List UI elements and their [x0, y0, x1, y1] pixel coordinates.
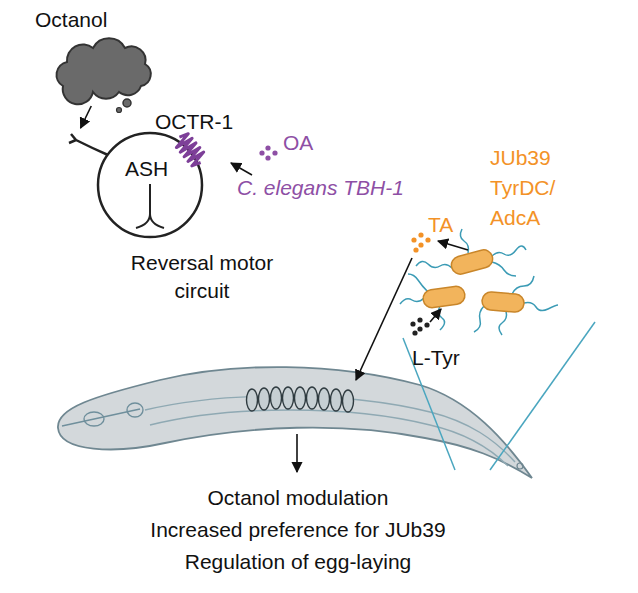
cloud-shape: [57, 38, 151, 104]
enzyme-label: C. elegans TBH-1: [237, 176, 404, 200]
tyramine-dots: [411, 232, 430, 252]
tyrosine-dots: [410, 317, 429, 335]
molecule-label: L-Tyr: [412, 346, 460, 370]
intestine: [150, 410, 508, 466]
worm: [58, 367, 532, 478]
molecule-label: TA: [428, 213, 453, 237]
pharynx-bulb: [84, 412, 104, 426]
zoom-line: [490, 322, 595, 470]
connector-arrow: [81, 106, 92, 128]
odor-label: Octanol: [35, 8, 107, 32]
anus: [517, 463, 523, 469]
flagella: [400, 229, 558, 335]
circuit-label: Reversal motor circuit: [112, 249, 292, 305]
neuron-circle: ASH: [68, 128, 208, 240]
neuron-label: ASH: [125, 157, 168, 181]
outcome-label: Increased preference for JUb39: [98, 518, 498, 542]
bacteria-label: JUb39 TyrDC/ AdcA: [490, 143, 570, 233]
axon-symbol: [136, 184, 164, 228]
receptor-symbol: [173, 131, 208, 168]
neuron-body: [98, 133, 202, 237]
bacteria: [422, 248, 525, 313]
dendrite: [69, 134, 108, 155]
pharynx: [62, 409, 140, 426]
odor-cloud: Octanol: [35, 6, 160, 106]
thought-bubble: [123, 99, 131, 107]
intestine: [145, 396, 515, 462]
pathway-arrows: [231, 163, 468, 472]
pharynx-bulb: [127, 403, 143, 417]
molecule-label: OA: [283, 131, 313, 155]
thought-bubble: [117, 108, 122, 113]
neuron-circle-outline: [68, 128, 208, 240]
outcome-label: Regulation of egg-laying: [98, 550, 498, 574]
octopamine-dots: [259, 145, 277, 160]
outcome-label: Octanol modulation: [98, 486, 498, 510]
worm-body: [58, 367, 532, 478]
eggs: [247, 387, 354, 412]
receptor-label: OCTR-1: [155, 110, 233, 134]
